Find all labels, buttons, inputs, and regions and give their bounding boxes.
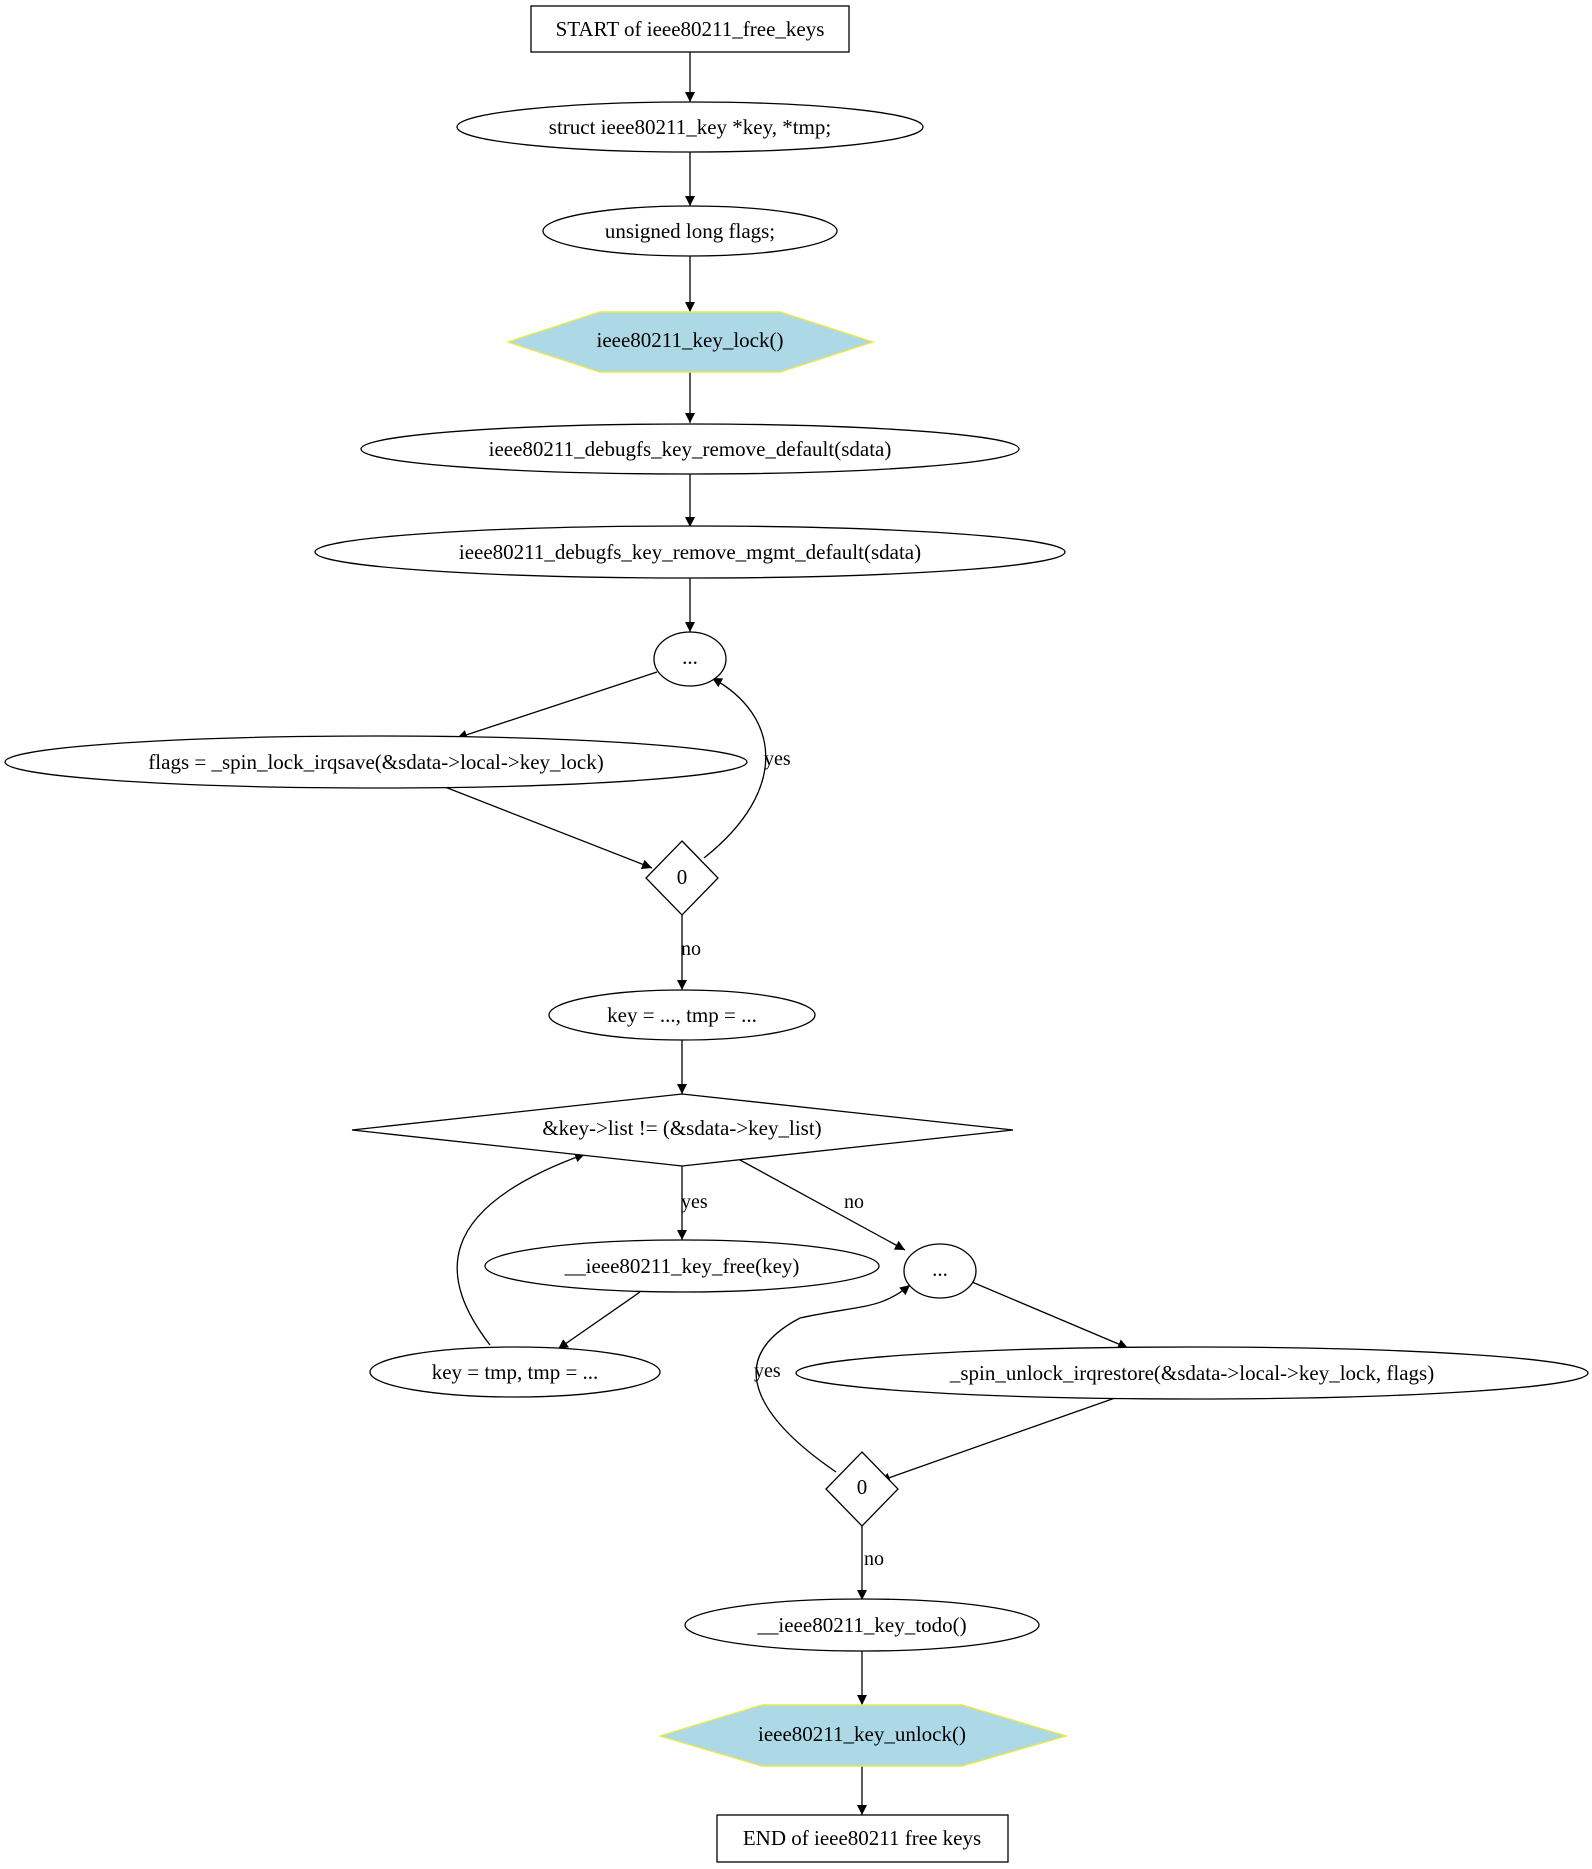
node-rm-mgmt-default: ieee80211_debugfs_key_remove_mgmt_defaul… [314,525,1066,579]
node-spin-lock-label: flags = _spin_lock_irqsave(&sdata->local… [148,750,603,774]
edge-spin-unlock-to-cond2 [879,1397,1116,1483]
edge-label-cond2-no: no [864,1548,884,1570]
edge-cond2-yes-to-loop2 [755,1284,911,1473]
node-lock: ieee80211_key_lock() [505,311,876,373]
node-unlock: ieee80211_key_unlock() [657,1704,1069,1767]
node-spin-lock: flags = _spin_lock_irqsave(&sdata->local… [4,735,748,789]
edge-label-list-yes: yes [681,1191,708,1213]
edge-spin-lock-to-cond1 [444,786,653,870]
edge-label-cond1-no: no [681,938,701,960]
node-key-free-label: __ieee80211_key_free(key) [564,1254,800,1278]
edge-loop1-to-spin-lock [456,671,658,740]
node-decl-key: struct ieee80211_key *key, *tmp; [456,101,924,153]
node-loop1: ... [653,631,727,687]
node-loop2-label: ... [932,1257,948,1281]
node-start: START of ieee80211_free_keys [530,5,850,53]
edge-label-cond1-yes: yes [764,748,791,770]
node-todo-label: __ieee80211_key_todo() [756,1613,966,1637]
node-todo: __ieee80211_key_todo() [684,1598,1040,1652]
edge-label-list-no: no [844,1191,864,1213]
node-unlock-label: ieee80211_key_unlock() [758,1722,966,1746]
edge-list-cond-no-to-loop2 [739,1159,906,1251]
node-cond1-label: 0 [677,865,688,889]
node-cond1: 0 [645,840,719,916]
edge-key-next-to-list-cond [456,1152,586,1346]
node-key-next-label: key = tmp, tmp = ... [432,1360,599,1384]
node-loop2: ... [903,1243,977,1299]
edges [444,52,1129,1815]
node-spin-unlock: _spin_unlock_irqrestore(&sdata->local->k… [795,1346,1589,1400]
node-loop1-label: ... [682,645,698,669]
edge-cond1-yes-to-loop1 [703,677,767,859]
node-cond2: 0 [825,1451,899,1527]
node-lock-label: ieee80211_key_lock() [597,328,784,352]
node-start-label: START of ieee80211_free_keys [556,17,825,41]
node-key-init: key = ..., tmp = ... [548,989,816,1041]
node-key-init-label: key = ..., tmp = ... [607,1003,757,1027]
node-end-label: END of ieee80211 free keys [743,1826,981,1850]
node-cond2-label: 0 [857,1475,868,1499]
edge-labels: yes no yes no yes no [681,748,884,1570]
node-decl-flags-label: unsigned long flags; [605,219,775,243]
node-key-next: key = tmp, tmp = ... [369,1346,661,1398]
node-rm-mgmt-default-label: ieee80211_debugfs_key_remove_mgmt_defaul… [459,540,921,564]
node-key-free: __ieee80211_key_free(key) [484,1239,880,1293]
node-spin-unlock-label: _spin_unlock_irqrestore(&sdata->local->k… [949,1361,1434,1385]
edge-key-free-to-key-next [557,1291,641,1350]
node-decl-key-label: struct ieee80211_key *key, *tmp; [549,115,831,139]
node-decl-flags: unsigned long flags; [542,205,838,257]
node-list-cond: &key->list != (&sdata->key_list) [351,1093,1014,1167]
node-rm-default: ieee80211_debugfs_key_remove_default(sda… [360,423,1020,475]
node-rm-default-label: ieee80211_debugfs_key_remove_default(sda… [489,437,892,461]
node-end: END of ieee80211 free keys [716,1814,1009,1863]
edge-label-cond2-yes: yes [754,1360,781,1382]
node-list-cond-label: &key->list != (&sdata->key_list) [542,1116,821,1140]
edge-loop2-to-spin-unlock [971,1281,1129,1349]
